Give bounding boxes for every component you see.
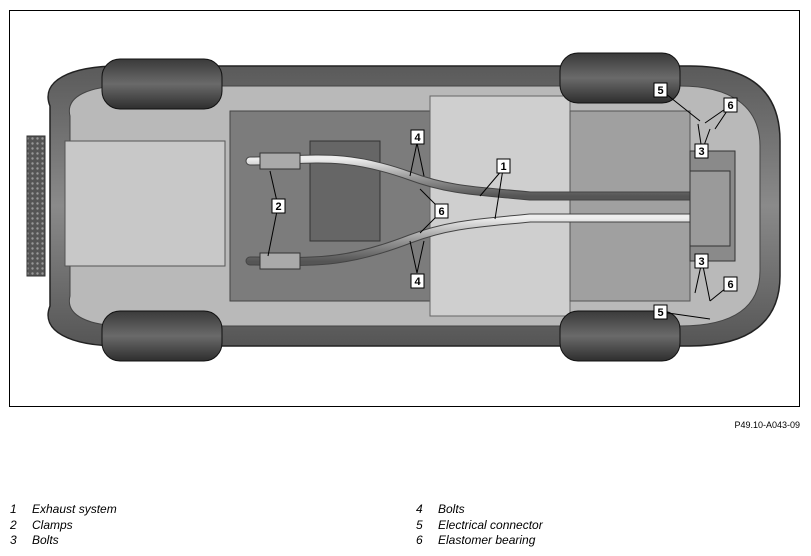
callout-3-upper: 3	[694, 143, 709, 159]
svg-text:5: 5	[657, 85, 663, 97]
vehicle-underbody-figure: 1 2 3 3 4 4 5 5	[9, 10, 800, 407]
callout-5-upper: 5	[653, 82, 668, 98]
callout-2: 2	[271, 198, 286, 214]
legend-text: Clamps	[32, 517, 73, 532]
callout-4-lower: 4	[410, 273, 425, 289]
svg-text:1: 1	[500, 161, 506, 173]
svg-text:6: 6	[438, 206, 444, 218]
tires	[101, 52, 681, 362]
rear-muffler	[689, 170, 731, 247]
svg-text:2: 2	[275, 201, 281, 213]
legend-text: Elastomer bearing	[438, 533, 536, 547]
legend-item: 2 Clamps	[10, 518, 117, 534]
callout-5-lower: 5	[653, 304, 668, 320]
svg-text:6: 6	[727, 279, 733, 291]
legend-item: 4 Bolts	[416, 502, 543, 518]
legend-left: 1 Exhaust system 2 Clamps 3 Bolts	[10, 502, 117, 549]
svg-text:3: 3	[698, 256, 704, 268]
svg-text:4: 4	[414, 132, 421, 144]
callout-1: 1	[496, 158, 511, 174]
legend-right: 4 Bolts 5 Electrical connector 6 Elastom…	[416, 502, 543, 549]
callout-6-center: 6	[434, 203, 449, 219]
legend-item: 6 Elastomer bearing	[416, 533, 543, 549]
legend-text: Bolts	[438, 502, 465, 516]
legend-item: 3 Bolts	[10, 533, 117, 549]
legend-text: Bolts	[32, 533, 59, 547]
svg-text:5: 5	[657, 307, 663, 319]
legend-number: 6	[416, 533, 423, 547]
callout-4-upper: 4	[410, 129, 425, 145]
legend-number: 2	[10, 517, 17, 532]
legend-item: 5 Electrical connector	[416, 518, 543, 534]
legend-number: 4	[416, 502, 423, 516]
figure-code: P49.10-A043-09	[734, 420, 800, 430]
svg-text:4: 4	[414, 276, 421, 288]
legend-number: 3	[10, 533, 17, 547]
callout-3-lower: 3	[694, 253, 709, 269]
legend-item: 1 Exhaust system	[10, 502, 117, 518]
legend-text: Exhaust system	[32, 502, 117, 516]
legend-number: 5	[416, 517, 423, 532]
catalytic-converter	[259, 152, 301, 170]
svg-text:3: 3	[698, 146, 704, 158]
catalytic-converter	[259, 252, 301, 270]
legend-text: Electrical connector	[438, 517, 543, 532]
callout-6-lower: 6	[723, 276, 738, 292]
legend-number: 1	[10, 502, 17, 516]
callout-6-upper: 6	[723, 97, 738, 113]
svg-text:6: 6	[727, 100, 733, 112]
underbody-illustration: 1 2 3 3 4 4 5 5	[26, 52, 781, 362]
